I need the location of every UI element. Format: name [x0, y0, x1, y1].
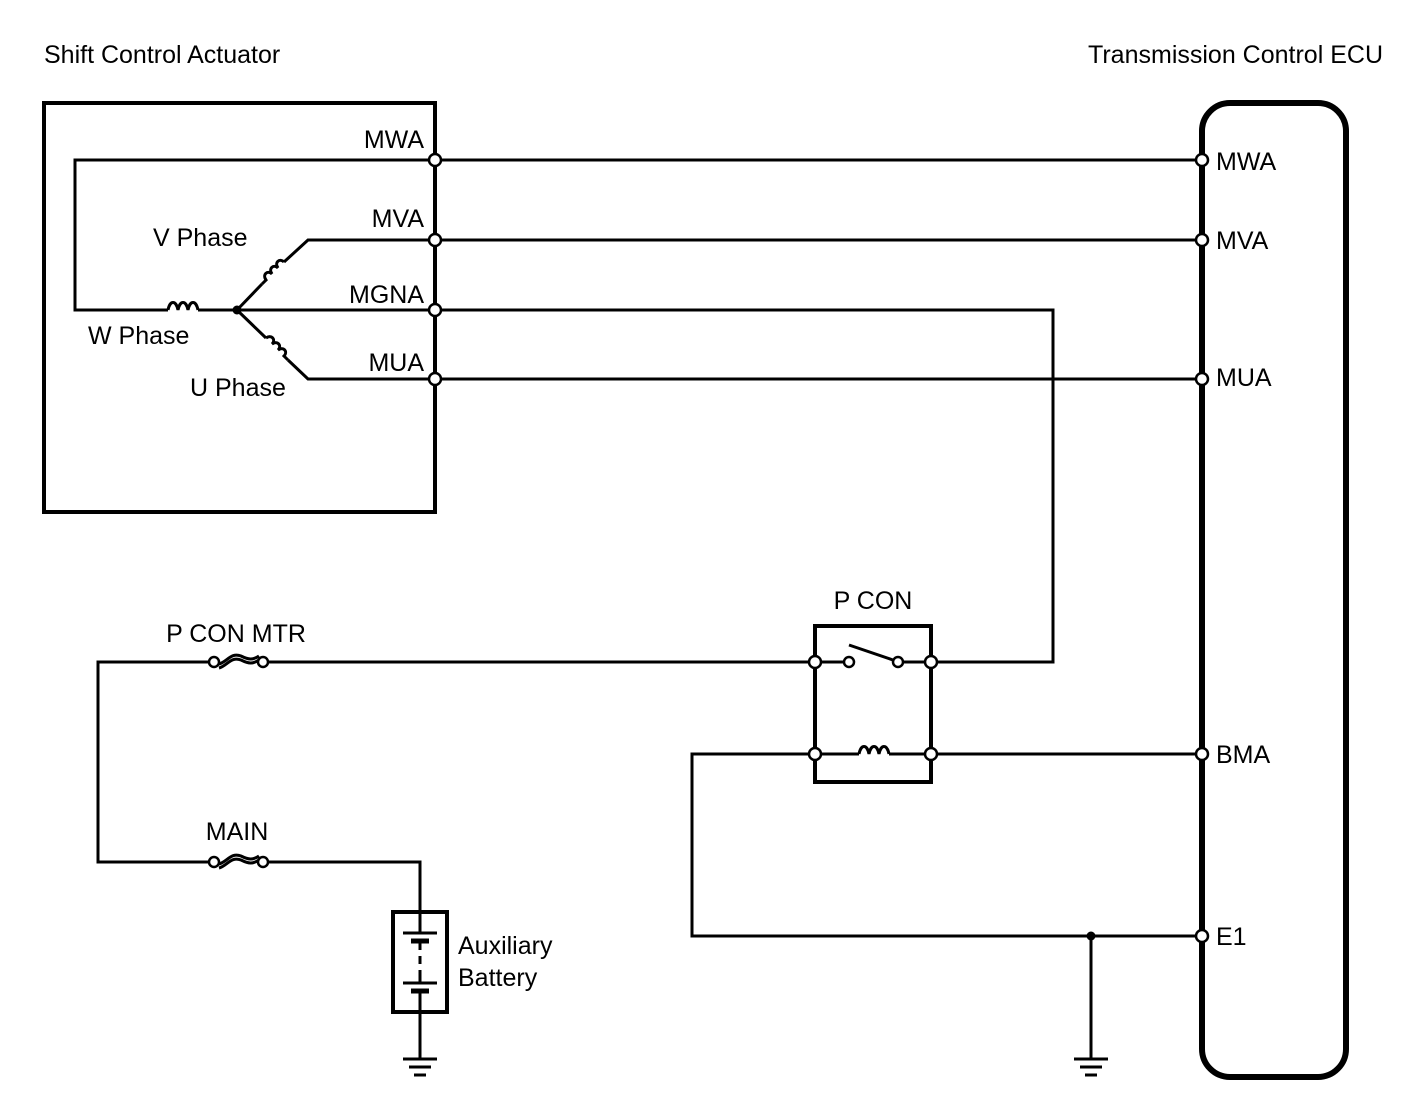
terminal-relay: [923, 654, 939, 670]
ecu-pin-mwa: MWA: [1216, 148, 1276, 176]
battery-label-line2: Battery: [458, 964, 538, 992]
ecu-pin-e1: E1: [1216, 923, 1247, 951]
terminal-actuator-mgna: [427, 302, 443, 318]
ecu-box: [1199, 100, 1349, 1080]
terminal-actuator-mva: [427, 232, 443, 248]
w-phase-coil-icon: [166, 301, 200, 311]
u-phase-label: U Phase: [190, 374, 286, 402]
ground-junction-dot: [1086, 931, 1096, 941]
u-phase-coil-icon: [265, 335, 290, 362]
ground-icon: [403, 1057, 437, 1077]
v-phase-label: V Phase: [153, 224, 248, 252]
terminal-relay: [807, 746, 823, 762]
wire-battery-positive: [263, 860, 422, 912]
pcon-relay: [813, 624, 933, 784]
terminal-ecu-mwa: [1194, 152, 1210, 168]
w-phase-label: W Phase: [88, 322, 189, 350]
ecu-pin-mua: MUA: [1216, 364, 1272, 392]
terminal-relay: [923, 746, 939, 762]
v-phase-coil-icon: [260, 258, 286, 286]
ground-icon: [1074, 1057, 1108, 1077]
battery-icon: [391, 910, 449, 1014]
terminals: [427, 152, 1210, 944]
terminal-ecu-bma: [1194, 746, 1210, 762]
star-junction-dot: [232, 305, 242, 315]
fuse-pcon-mtr-label: P CON MTR: [166, 620, 306, 648]
actuator-pin-mva: MVA: [372, 205, 425, 233]
battery-label-line1: Auxiliary: [458, 932, 553, 960]
actuator-title: Shift Control Actuator: [44, 41, 280, 69]
relay-switch-icon: [848, 643, 894, 662]
ecu-pin-bma: BMA: [1216, 741, 1271, 769]
fuse-main-icon: [207, 853, 270, 870]
wire-mgna: [435, 308, 1055, 664]
ecu-title: Transmission Control ECU: [1088, 41, 1383, 69]
terminal-ecu-mua: [1194, 371, 1210, 387]
actuator-pin-mua: MUA: [368, 349, 424, 377]
fuse-pcon-mtr-icon: [207, 653, 270, 670]
fuse-main-label: MAIN: [206, 818, 269, 846]
wire-e1: [690, 752, 1202, 938]
terminal-ecu-mva: [1194, 232, 1210, 248]
relay-box: [813, 624, 933, 784]
actuator-pin-mgna: MGNA: [349, 281, 424, 309]
harness-wires: [96, 158, 1202, 1058]
terminal-ecu-e1: [1194, 928, 1210, 944]
wire-fuse-link: [96, 660, 214, 864]
ecu-pin-mva: MVA: [1216, 227, 1269, 255]
relay-label: P CON: [834, 587, 913, 615]
actuator-pin-mwa: MWA: [364, 126, 424, 154]
motor-windings: [73, 158, 435, 381]
relay-coil-icon: [857, 745, 891, 755]
terminal-actuator-mua: [427, 371, 443, 387]
terminal-relay: [807, 654, 823, 670]
terminal-actuator-mwa: [427, 152, 443, 168]
